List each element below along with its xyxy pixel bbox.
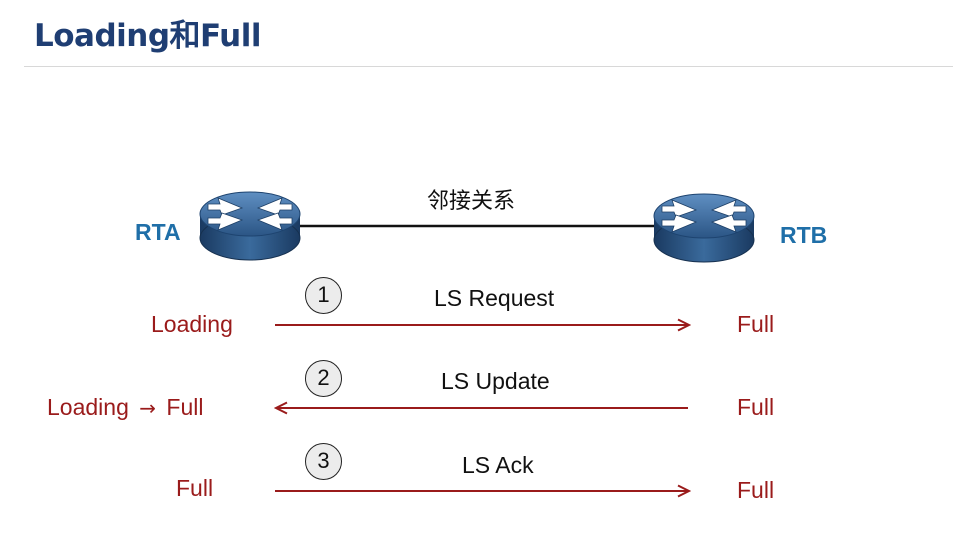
ls-request-label: LS Request [434,285,555,311]
rta-state-from: Loading [47,394,129,420]
rta-state-step-2: Loading → Full [47,394,203,421]
router-rta-icon [199,191,301,261]
rtb-state-step-3: Full [737,477,775,503]
router-rta-label: RTA [135,219,181,245]
page-title: Loading和Full [34,18,262,54]
step-2-badge: 2 [305,360,342,397]
router-rtb-label: RTB [780,222,828,248]
link-label: 邻接关系 [427,189,516,214]
rta-state-to: Full [166,394,204,420]
ls-ack-label: LS Ack [462,452,534,478]
rta-state-step-3: Full [176,475,214,501]
rtb-state-step-1: Full [737,311,775,337]
ls-update-label: LS Update [441,368,550,394]
title-divider [24,66,953,67]
state-transition-arrow-icon: → [139,396,157,420]
step-1-badge: 1 [305,277,342,314]
step-3-badge: 3 [305,443,342,480]
rtb-state-step-2: Full [737,394,775,420]
router-rtb-icon [653,193,755,263]
rta-state-step-1: Loading [151,311,233,337]
